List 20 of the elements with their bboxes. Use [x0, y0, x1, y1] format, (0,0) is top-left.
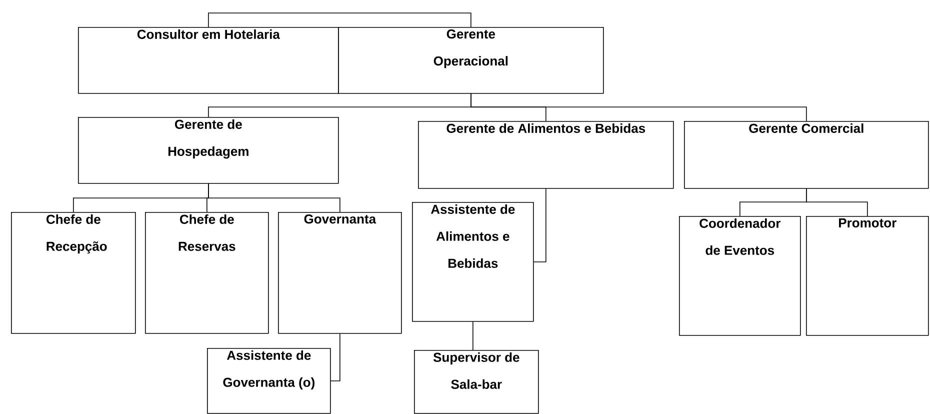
connector-line — [472, 321, 474, 350]
position-box: Chefe de Recepção — [11, 212, 136, 334]
position-box: Supervisor de Sala-bar — [414, 350, 539, 414]
connector-line — [533, 188, 546, 262]
position-box: Assistente de Alimentos e Bebidas — [412, 202, 534, 322]
connector-line — [806, 188, 868, 216]
position-box: Gerente Comercial — [684, 121, 929, 189]
position-box: Promotor — [806, 216, 929, 336]
connector-line — [208, 12, 472, 28]
position-box: Gerente Operacional — [338, 27, 604, 94]
position-box: Coordenador de Eventos — [679, 216, 801, 336]
position-box: Consultor em Hotelaria — [78, 27, 339, 94]
position-box: Gerente de Hospedagem — [78, 117, 339, 184]
connector-line — [470, 93, 807, 122]
position-box: Gerente de Alimentos e Bebidas — [418, 121, 674, 189]
position-box: Chefe de Reservas — [145, 212, 269, 334]
connector-line — [330, 333, 340, 382]
position-box: Governanta — [278, 212, 402, 334]
connector-line — [208, 183, 340, 212]
position-box: Assistente de Governanta (o) — [207, 348, 331, 414]
